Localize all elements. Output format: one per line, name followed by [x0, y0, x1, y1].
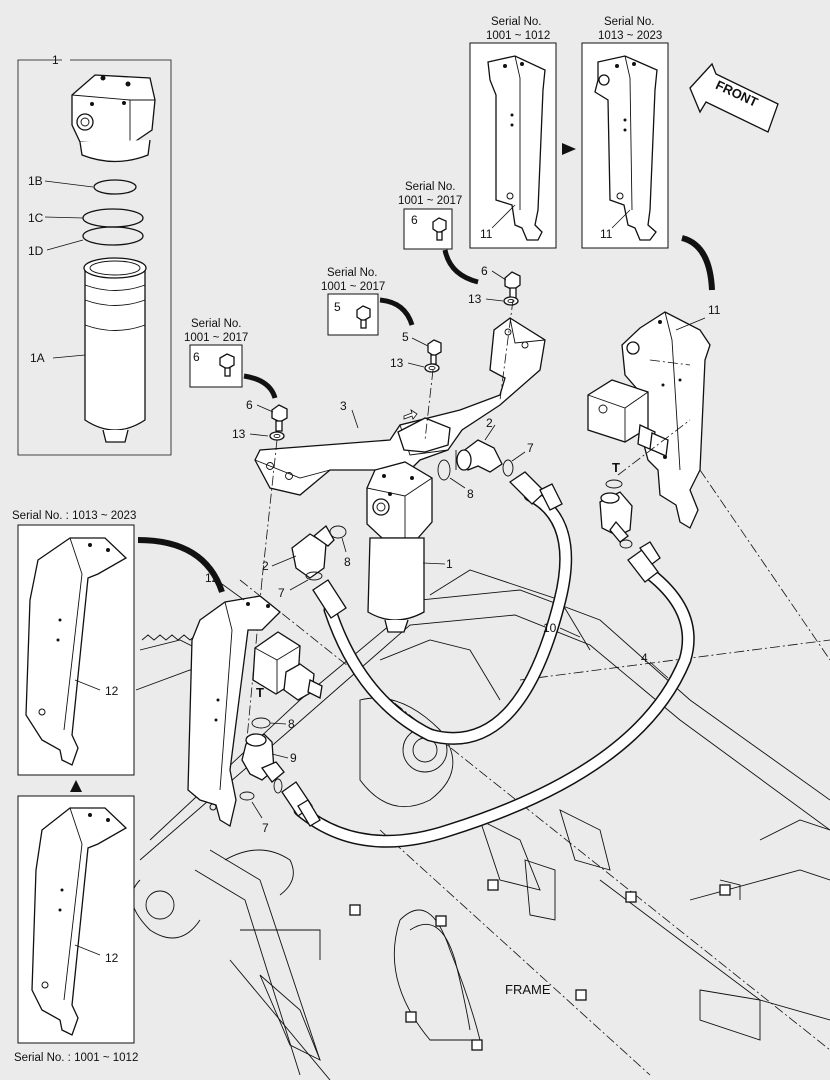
machine-frame	[131, 469, 830, 1080]
bracket-11-variant-a	[487, 55, 546, 241]
serial-bolt6-title: Serial No.	[405, 181, 456, 193]
o-ring-7-right	[502, 459, 514, 477]
curve-arrow-11	[681, 235, 715, 291]
label-7-lower: 7	[262, 821, 269, 835]
filter-bowl	[83, 257, 147, 443]
bracket-12-variant-top	[25, 537, 128, 766]
o-ring-8-lower	[251, 717, 271, 729]
bolt-5-mid	[424, 339, 442, 373]
front-arrow: FRONT	[689, 62, 779, 133]
label-3: 3	[340, 399, 347, 413]
frame-label: FRAME	[505, 982, 551, 997]
arrow-variant-left	[70, 780, 82, 792]
label-6-left: 6	[246, 398, 253, 412]
label-6-top: 6	[481, 264, 488, 278]
bracket-11-main	[621, 311, 711, 529]
label-7-right: 7	[527, 441, 534, 455]
filter-assembly-1	[366, 461, 433, 633]
arrow-variant	[562, 143, 576, 155]
o-ring-7-lower-a	[239, 791, 255, 801]
label-10: 10	[543, 621, 557, 635]
o-ring-8-left	[329, 525, 347, 539]
label-5-box: 5	[334, 300, 341, 314]
label-8-left: 8	[344, 555, 351, 569]
label-1d: 1D	[28, 244, 44, 258]
serial-bolt5-range: 1001 ~ 2017	[321, 281, 385, 293]
o-ring-8-right	[437, 459, 451, 481]
bracket-12-variant-bottom	[31, 807, 128, 1036]
bolt5-serial-icon	[356, 305, 371, 329]
o-ring-t-right	[605, 479, 623, 489]
serial-bolt6b-range: 1001 ~ 2017	[184, 332, 248, 344]
serial-bolt6b-title: Serial No.	[191, 318, 242, 330]
label-1b: 1B	[28, 174, 43, 188]
elbow-2-left	[291, 525, 335, 579]
curve-arrow-12	[137, 537, 225, 593]
curve-arrow-bolt5	[379, 297, 415, 326]
label-7-left: 7	[278, 586, 285, 600]
bracket-11-variant-b	[594, 55, 658, 241]
serial-left-top: Serial No. : 1013 ~ 2023	[12, 510, 136, 522]
hose-10	[323, 488, 573, 745]
label-2-right: 2	[486, 416, 493, 430]
curve-arrow-bolt6b	[243, 373, 278, 399]
curve-arrow-bolt6	[442, 249, 479, 285]
label-1-main: 1	[446, 557, 453, 571]
right-elbow-fitting	[599, 491, 633, 549]
hose-fittings	[281, 471, 661, 827]
serial-left-bottom: Serial No. : 1001 ~ 1012	[14, 1052, 138, 1064]
tee-fitting-9	[241, 733, 285, 783]
label-8-lower: 8	[288, 717, 295, 731]
bolt-6-left	[269, 404, 288, 441]
o-ring-7-left	[305, 571, 323, 581]
label-11-main: 11	[708, 303, 721, 317]
filter-head	[71, 74, 156, 163]
valve-block-left	[252, 631, 323, 701]
label-8-right: 8	[467, 487, 474, 501]
t-marker-left: T	[256, 685, 264, 700]
label-5-mid: 5	[402, 330, 409, 344]
label-2-left: 2	[262, 559, 269, 573]
label-6-box: 6	[411, 213, 418, 227]
serial-top-b-range: 1013 ~ 2023	[598, 30, 662, 42]
label-13-mid: 13	[390, 356, 404, 370]
label-13-top: 13	[468, 292, 482, 306]
bolt6b-serial-icon	[219, 353, 235, 377]
hose-4	[293, 563, 695, 848]
o-ring-1b	[93, 179, 137, 195]
serial-bolt6-range: 1001 ~ 2017	[398, 195, 462, 207]
valve-block-right	[587, 379, 669, 457]
detail-box-number: 1	[52, 53, 59, 67]
o-ring-1d	[82, 226, 144, 246]
bracket-12-main	[187, 595, 281, 828]
label-6-box-left: 6	[193, 350, 200, 364]
label-9: 9	[290, 751, 297, 765]
serial-top-a-range: 1001 ~ 1012	[486, 30, 550, 42]
label-13-left: 13	[232, 427, 246, 441]
filter-detail-box: 1 1B 1C	[17, 53, 172, 456]
serial-top-b-title: Serial No.	[604, 16, 655, 28]
serial-top-a-title: Serial No.	[491, 16, 542, 28]
label-12-bottom: 12	[105, 951, 119, 965]
bracket-3	[254, 317, 546, 496]
serial-bolt5-title: Serial No.	[327, 267, 378, 279]
t-marker-right: T	[612, 460, 620, 475]
o-ring-1c	[82, 208, 144, 228]
label-4: 4	[641, 651, 648, 665]
bolt-6-top	[503, 271, 521, 306]
label-11-a: 11	[480, 227, 493, 241]
bolt6-serial-icon	[432, 217, 447, 241]
label-1a: 1A	[30, 351, 45, 365]
o-ring-7-lower-b	[273, 778, 283, 794]
label-12-top: 12	[105, 684, 119, 698]
label-11-b: 11	[600, 227, 613, 241]
elbow-2-right	[455, 439, 503, 473]
label-1c: 1C	[28, 211, 44, 225]
